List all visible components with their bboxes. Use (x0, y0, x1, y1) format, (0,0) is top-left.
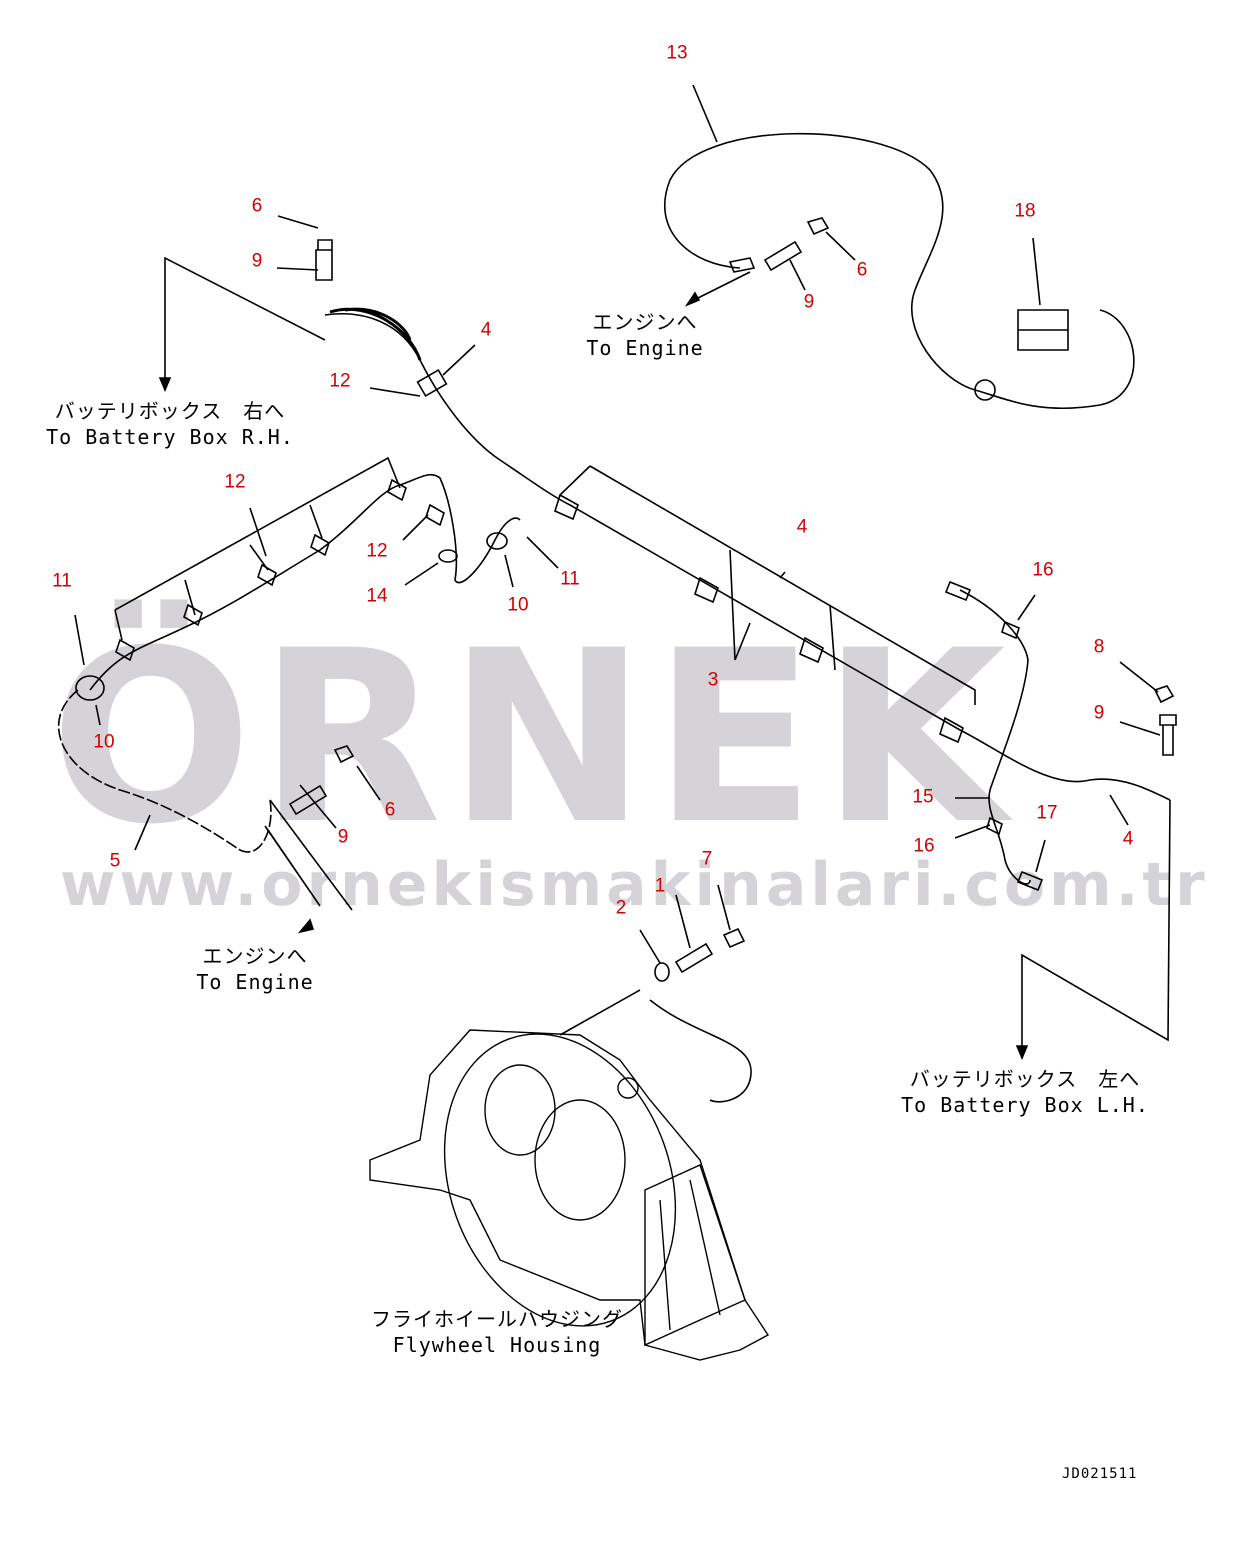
callout-16: 16 (1032, 559, 1054, 581)
callout-12: 12 (366, 540, 388, 562)
callout-4: 4 (480, 319, 492, 341)
note-battery-rh: バッテリボックス 右へ To Battery Box R.H. (46, 399, 294, 449)
callout-17: 17 (1036, 802, 1058, 824)
callout-9: 9 (251, 250, 263, 272)
callout-6: 6 (856, 259, 868, 281)
cable-15 (959, 589, 1031, 885)
terminal (728, 257, 756, 273)
callout-16: 16 (913, 835, 935, 857)
relay-18 (1017, 309, 1069, 351)
callout-4: 4 (1122, 828, 1134, 850)
note-engine-top: エンジンへ To Engine (586, 310, 704, 360)
cap-6 (806, 217, 830, 236)
callout-8: 8 (1093, 636, 1105, 658)
callout-9: 9 (337, 826, 349, 848)
drawing-code: JD021511 (1062, 1466, 1138, 1482)
flywheel-housing (369, 1029, 770, 1361)
callout-13: 13 (666, 42, 688, 64)
cable-4 (324, 313, 1171, 801)
callout-2: 2 (615, 897, 627, 919)
callout-14: 14 (366, 585, 388, 607)
note-flywheel-housing: フライホイールハウジング Flywheel Housing (371, 1307, 623, 1357)
callout-6: 6 (384, 799, 396, 821)
callout-9: 9 (1093, 702, 1105, 724)
cable-5 (58, 689, 272, 853)
note-battery-lh: バッテリボックス 左へ To Battery Box L.H. (901, 1067, 1149, 1117)
watermark-url: www.ornekismakinalari.com.tr (60, 850, 1209, 920)
callout-18: 18 (1014, 200, 1036, 222)
callout-12: 12 (224, 471, 246, 493)
callout-9: 9 (803, 291, 815, 313)
callout-11: 11 (52, 570, 72, 592)
clamp-10 (75, 675, 105, 701)
harness-12 (89, 473, 521, 691)
callout-11: 11 (560, 568, 580, 590)
callout-7: 7 (701, 848, 713, 870)
callout-10: 10 (93, 731, 115, 753)
ring-terminal (974, 379, 996, 401)
callout-15: 15 (912, 786, 934, 808)
callout-5: 5 (109, 850, 121, 872)
callout-10: 10 (507, 594, 529, 616)
callout-6: 6 (251, 195, 263, 217)
callout-1: 1 (654, 875, 666, 897)
clamp-4 (416, 368, 448, 398)
callout-3: 3 (707, 669, 719, 691)
note-engine-bottom: エンジンへ To Engine (196, 944, 314, 994)
bolt-9 (763, 240, 803, 272)
cable-13 (664, 132, 1135, 410)
callout-4: 4 (796, 516, 808, 538)
callout-12: 12 (329, 370, 351, 392)
